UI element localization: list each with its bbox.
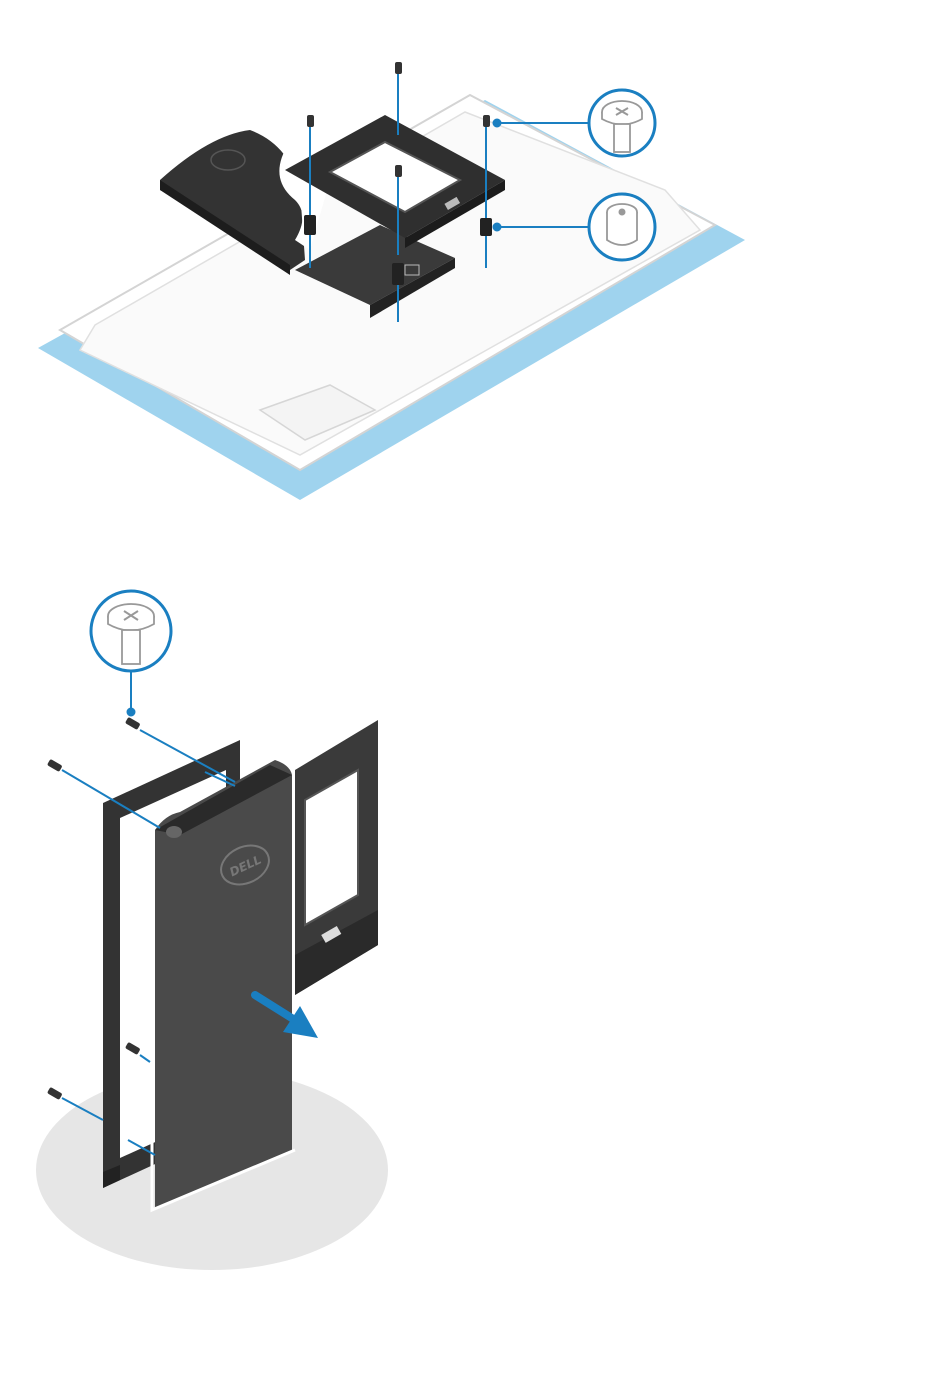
figure-cover-removal: DELL — [0, 560, 950, 1320]
callout-phillips-screw — [589, 90, 655, 156]
front-cover-button — [166, 826, 182, 838]
callout-leader — [128, 670, 135, 716]
figure-stand-mount-install — [0, 0, 950, 520]
standoff-nut-icon — [607, 204, 637, 245]
stand-mount-illustration — [0, 0, 950, 520]
callout-phillips-screw — [91, 591, 171, 671]
cover-removal-illustration: DELL — [0, 560, 950, 1320]
callout-standoff — [589, 194, 655, 260]
